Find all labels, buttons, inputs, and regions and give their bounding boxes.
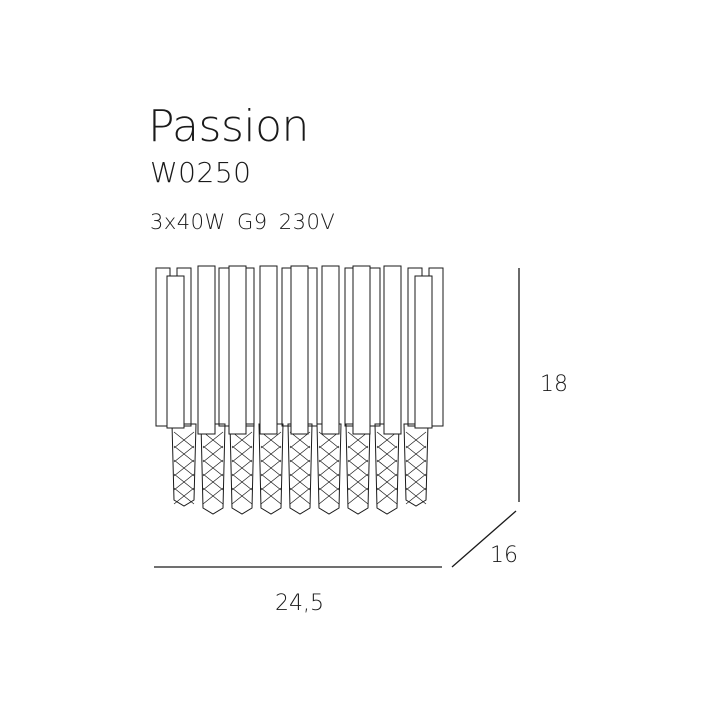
lamp-front-bar	[166, 275, 185, 429]
product-name: Passion	[148, 101, 309, 152]
lamp-front-bar	[290, 265, 309, 435]
depth-dimension-line	[451, 510, 517, 568]
lamp-front-bar	[383, 265, 402, 435]
lamp-front-bar	[197, 265, 216, 435]
lamp-front-bar	[352, 265, 371, 435]
lamp-front-bar	[414, 275, 433, 429]
height-dimension-label: 18	[540, 372, 568, 397]
lamp-crystal	[374, 423, 400, 515]
product-code: W0250	[150, 156, 252, 189]
lamp-front-bar	[321, 265, 340, 435]
lamp-crystal	[316, 423, 342, 515]
depth-dimension-label: 16	[490, 543, 518, 568]
lamp-crystal	[345, 423, 371, 515]
lamp-crystal	[200, 423, 226, 515]
lamp-front-bar	[259, 265, 278, 435]
lamp-illustration	[155, 265, 444, 515]
lamp-crystal	[403, 423, 429, 507]
lamp-crystal	[258, 423, 284, 515]
lamp-crystal-tier	[171, 423, 429, 515]
lamp-front-bar	[228, 265, 247, 435]
product-specs: 3x40W G9 230V	[150, 210, 336, 234]
lamp-crystal	[287, 423, 313, 515]
width-dimension-label: 24,5	[275, 591, 324, 616]
lamp-crystal	[229, 423, 255, 515]
lamp-front-bars	[166, 265, 433, 435]
lamp-crystal	[171, 423, 197, 507]
